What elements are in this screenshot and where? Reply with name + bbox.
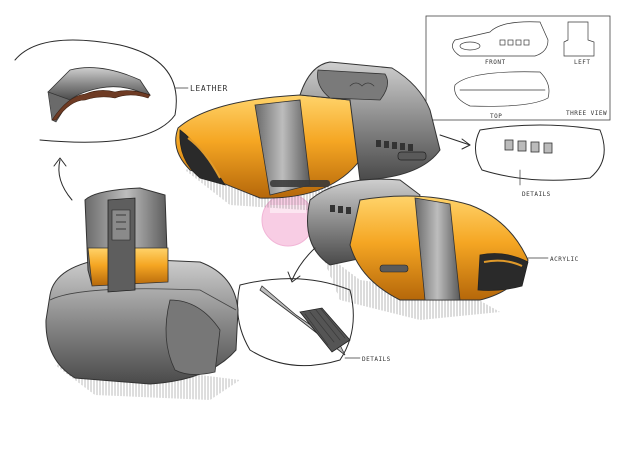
top-view-sketch: TOP [454,71,550,120]
dock-sketch [45,187,240,400]
shaver-lower-sketch: ACRYLIC [307,178,579,320]
details-bottom-label: DETAILS [362,356,391,363]
arrow-to-details-bottom [287,247,316,283]
shaver-button-row [376,140,413,151]
lower-button-row [330,205,351,214]
arrow-leather-to-dock [53,157,73,201]
arrow-to-details-top [439,134,471,150]
acrylic-label: ACRYLIC [550,256,579,263]
leather-label: LEATHER [190,84,228,93]
details-top-label: DETAILS [522,191,551,198]
three-view-panel: FRONT LEFT TOP THREE VIEW [425,15,611,121]
details-bottom-callout: DETAILS [237,278,391,367]
front-view-label: FRONT [485,59,506,66]
three-view-title: THREE VIEW [566,110,607,117]
leather-detail-callout: LEATHER [14,39,228,143]
top-view-label: TOP [490,113,502,120]
front-view-sketch: FRONT [452,21,549,66]
details-top-callout: DETAILS [475,124,605,198]
left-view-label: LEFT [574,59,590,66]
left-view-sketch: LEFT [563,21,595,66]
